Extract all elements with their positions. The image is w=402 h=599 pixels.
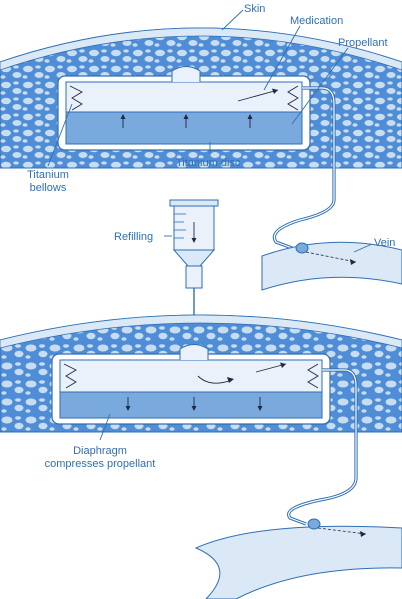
label-medication: Medication xyxy=(290,15,343,27)
top-skin-surface xyxy=(0,27,402,71)
label-vein: Vein xyxy=(374,237,395,249)
top-refill-port xyxy=(171,66,201,82)
label-diaphragm-2: compresses propellant xyxy=(45,458,156,470)
bottom-vein xyxy=(194,518,402,599)
top-medication-chamber xyxy=(65,81,303,113)
top-bellows-left xyxy=(69,85,83,111)
bottom-propellant-arrows xyxy=(125,397,263,411)
leader-lines xyxy=(47,9,373,441)
label-titanium-disc: Titanium disc xyxy=(176,157,241,169)
refill-syringe xyxy=(169,199,219,372)
label-refilling: Refilling xyxy=(114,231,153,243)
top-propellant-arrows xyxy=(120,114,253,128)
top-flow-arrow xyxy=(237,89,279,102)
top-bellows-right xyxy=(287,85,299,111)
label-titanium-bellows-1: Titanium xyxy=(27,169,69,181)
top-propellant-chamber xyxy=(65,111,303,145)
bottom-pump xyxy=(0,314,402,526)
label-diaphragm-1: Diaphragm xyxy=(73,445,127,457)
top-vein xyxy=(261,241,402,291)
label-skin: Skin xyxy=(244,3,265,15)
label-titanium-bellows-2: bellows xyxy=(30,182,67,194)
bottom-propellant-chamber xyxy=(59,391,323,419)
top-pump xyxy=(0,27,402,250)
label-propellant: Propellant xyxy=(338,37,388,49)
